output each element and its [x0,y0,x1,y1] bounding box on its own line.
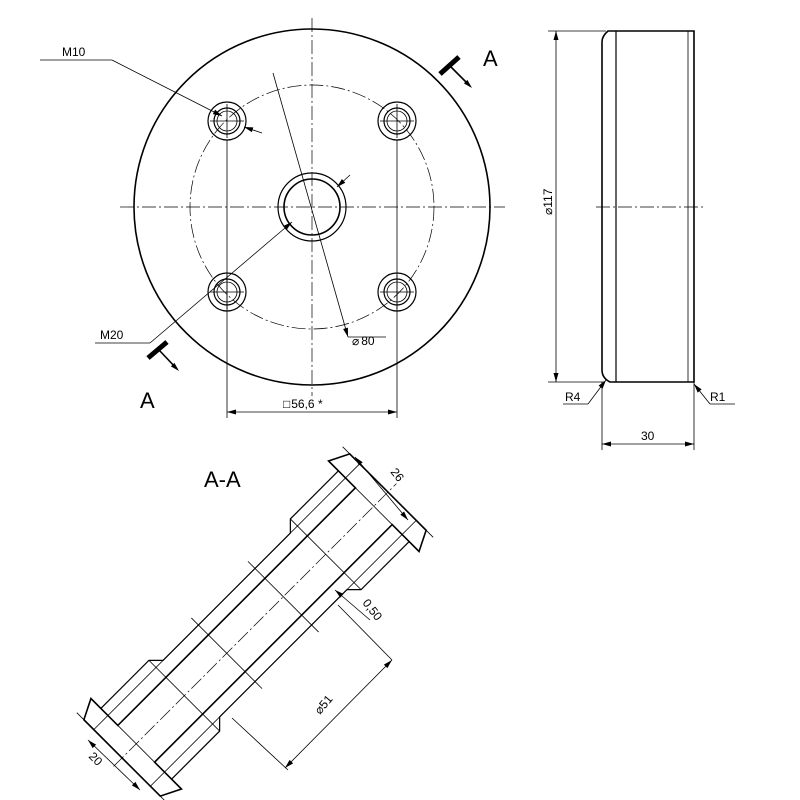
section-marker-bottom [146,340,181,373]
label-pitch-circle: ⌀80 [352,334,375,348]
label-hole-square: □56,6 * [283,397,323,411]
label-section-diameter: ⌀51 [312,692,336,717]
label-section-26: 26 [388,465,407,484]
section-title: A-A [204,467,241,492]
section-marker-top [438,55,474,90]
section-view [76,446,434,800]
section-letter-bottom: A [140,388,155,413]
label-section-chamfer: 0,50 [360,596,386,623]
side-view [548,30,735,450]
label-m20: M20 [100,328,124,342]
label-section-20: 20 [86,749,106,769]
front-view [40,18,505,418]
label-side-diameter: ⌀117 [541,188,555,215]
bolt-hole-top-right [377,101,417,141]
bolt-hole-top-left [207,101,247,141]
diameter-symbol: ⌀ [352,334,359,348]
label-side-width: 30 [641,429,655,443]
square-symbol: □ [283,397,290,411]
label-radius-right: R1 [710,390,726,404]
section-letter-top: A [483,46,498,71]
diameter-symbol: ⌀ [541,208,555,215]
label-radius-left: R4 [565,390,581,404]
label-m10: M10 [62,45,86,59]
